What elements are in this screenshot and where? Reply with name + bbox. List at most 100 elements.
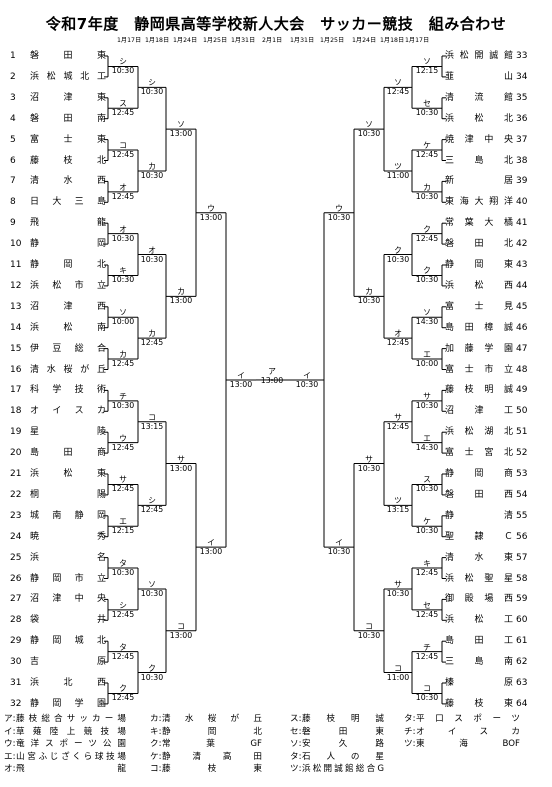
match-kickoff-time: 10:30 bbox=[386, 254, 410, 264]
team-name-text: 浜松東 bbox=[30, 469, 106, 479]
team-number: 3 bbox=[10, 92, 16, 103]
team-name: 浜松開誠館 bbox=[445, 50, 513, 62]
match-venue-code: エ bbox=[423, 433, 431, 443]
match-kickoff-time: 13:15 bbox=[386, 505, 410, 515]
match-kickoff-time: 11:00 bbox=[386, 672, 410, 682]
round-date-right: 1月24日 bbox=[352, 37, 377, 44]
team-name-text: 三島北 bbox=[445, 155, 513, 166]
venue-code: ケ: bbox=[150, 751, 162, 762]
match-kickoff-time: 13:15 bbox=[140, 421, 164, 431]
match-kickoff-time: 10:30 bbox=[415, 275, 439, 285]
venue-code: エ: bbox=[4, 751, 16, 762]
venue-name: 石人の星 bbox=[302, 751, 384, 762]
venue-name: 竜洋スポーツ公園 bbox=[16, 739, 126, 750]
team-name: 磐田東 bbox=[30, 50, 106, 62]
team-name-text: 浜松市立 bbox=[30, 280, 106, 291]
team-name-text: 富士見 bbox=[445, 301, 513, 312]
team-name: 袋井 bbox=[30, 614, 106, 626]
team-name-text: 沼津工 bbox=[445, 406, 513, 417]
team-name-text: 伊豆総合 bbox=[30, 343, 106, 354]
match-kickoff-time: 14:30 bbox=[415, 317, 439, 327]
team-name-text: 静岡城北 bbox=[30, 636, 106, 647]
team-name: 聖隷Ｃ bbox=[445, 531, 513, 543]
match-venue-code: サ bbox=[365, 454, 373, 464]
venue-code: タ: bbox=[404, 714, 416, 724]
team-number: 17 bbox=[10, 385, 22, 396]
venue-name: 東海BOF bbox=[416, 739, 520, 750]
team-name: 吉原 bbox=[30, 656, 106, 668]
team-name: 浜松湖北 bbox=[445, 426, 513, 438]
team-name: 静岡市立 bbox=[30, 573, 106, 585]
match-venue-code: ソ bbox=[119, 308, 127, 318]
team-name-text: 浜松城北工 bbox=[30, 71, 106, 82]
match-kickoff-time: 10:30 bbox=[357, 630, 381, 640]
match-venue-code: カ bbox=[148, 329, 156, 339]
venue-code: ア: bbox=[4, 714, 16, 724]
team-name: 科学技術 bbox=[30, 384, 106, 396]
team-name-text: 常葉大橘 bbox=[445, 218, 513, 229]
match-kickoff-time: 10:30 bbox=[415, 108, 439, 118]
team-name: 沼津西 bbox=[30, 301, 106, 313]
team-number: 28 bbox=[10, 615, 22, 626]
match-kickoff-time: 12:45 bbox=[386, 421, 410, 431]
team-number: 40 bbox=[516, 197, 528, 208]
match-venue-code: サ bbox=[423, 391, 431, 401]
round-date-left: 1月24日 bbox=[173, 37, 198, 44]
match-kickoff-time: 10:30 bbox=[111, 568, 135, 578]
venue-name: 藤枝明誠 bbox=[302, 714, 384, 724]
team-number: 54 bbox=[516, 489, 528, 500]
match-kickoff-time: 12:45 bbox=[111, 484, 135, 494]
team-name-text: 科学技術 bbox=[30, 385, 106, 396]
match-venue-code: ソ bbox=[423, 57, 431, 67]
venue-legend-item: カ:清水桜が丘 bbox=[150, 713, 262, 725]
team-name: 韮山 bbox=[445, 71, 513, 83]
team-name-text: 富士市立 bbox=[445, 364, 513, 375]
team-name-text: 静清 bbox=[445, 510, 513, 521]
match-venue-code: カ bbox=[365, 287, 373, 297]
team-name: 清水桜が丘 bbox=[30, 364, 106, 376]
venue-code: コ: bbox=[150, 764, 162, 775]
team-name: 沼津東 bbox=[30, 92, 106, 104]
team-name-text: 浜北西 bbox=[30, 678, 106, 688]
team-name: 浜松東 bbox=[30, 468, 106, 480]
team-name-text: 静岡北 bbox=[30, 260, 106, 270]
team-name: 静岡城北 bbox=[30, 635, 106, 647]
team-number: 53 bbox=[516, 469, 528, 479]
team-name: 新居 bbox=[445, 175, 513, 187]
team-name-text: 星陵 bbox=[30, 427, 106, 438]
team-name-text: 日大三島 bbox=[30, 197, 106, 208]
match-kickoff-time: 13:00 bbox=[229, 379, 253, 389]
venue-name: 浜松開誠館総合G bbox=[302, 764, 384, 775]
team-number: 39 bbox=[516, 176, 528, 187]
venue-legend-item: ス:藤枝明誠 bbox=[290, 713, 384, 725]
venue-code: ツ: bbox=[290, 764, 302, 775]
team-name: 浜松工 bbox=[445, 614, 513, 626]
match-kickoff-time: 10:30 bbox=[140, 672, 164, 682]
match-venue-code: ア bbox=[268, 366, 276, 376]
match-venue-code: キ bbox=[119, 266, 127, 276]
match-venue-code: コ bbox=[365, 621, 373, 631]
team-name-text: 磐田東 bbox=[30, 51, 106, 61]
team-number: 11 bbox=[10, 260, 22, 270]
match-kickoff-time: 12:45 bbox=[140, 338, 164, 348]
match-kickoff-time: 13:00 bbox=[169, 630, 193, 640]
team-number: 55 bbox=[516, 510, 528, 521]
team-name: 藤枝東 bbox=[445, 698, 513, 710]
venue-legend-item: チ:オイスカ bbox=[404, 726, 520, 738]
round-date-left: 1月25日 bbox=[203, 37, 228, 44]
team-name-text: 藤枝北 bbox=[30, 155, 106, 166]
team-name: 浜松西 bbox=[445, 280, 513, 292]
round-date-left: 1月31日 bbox=[231, 37, 256, 44]
